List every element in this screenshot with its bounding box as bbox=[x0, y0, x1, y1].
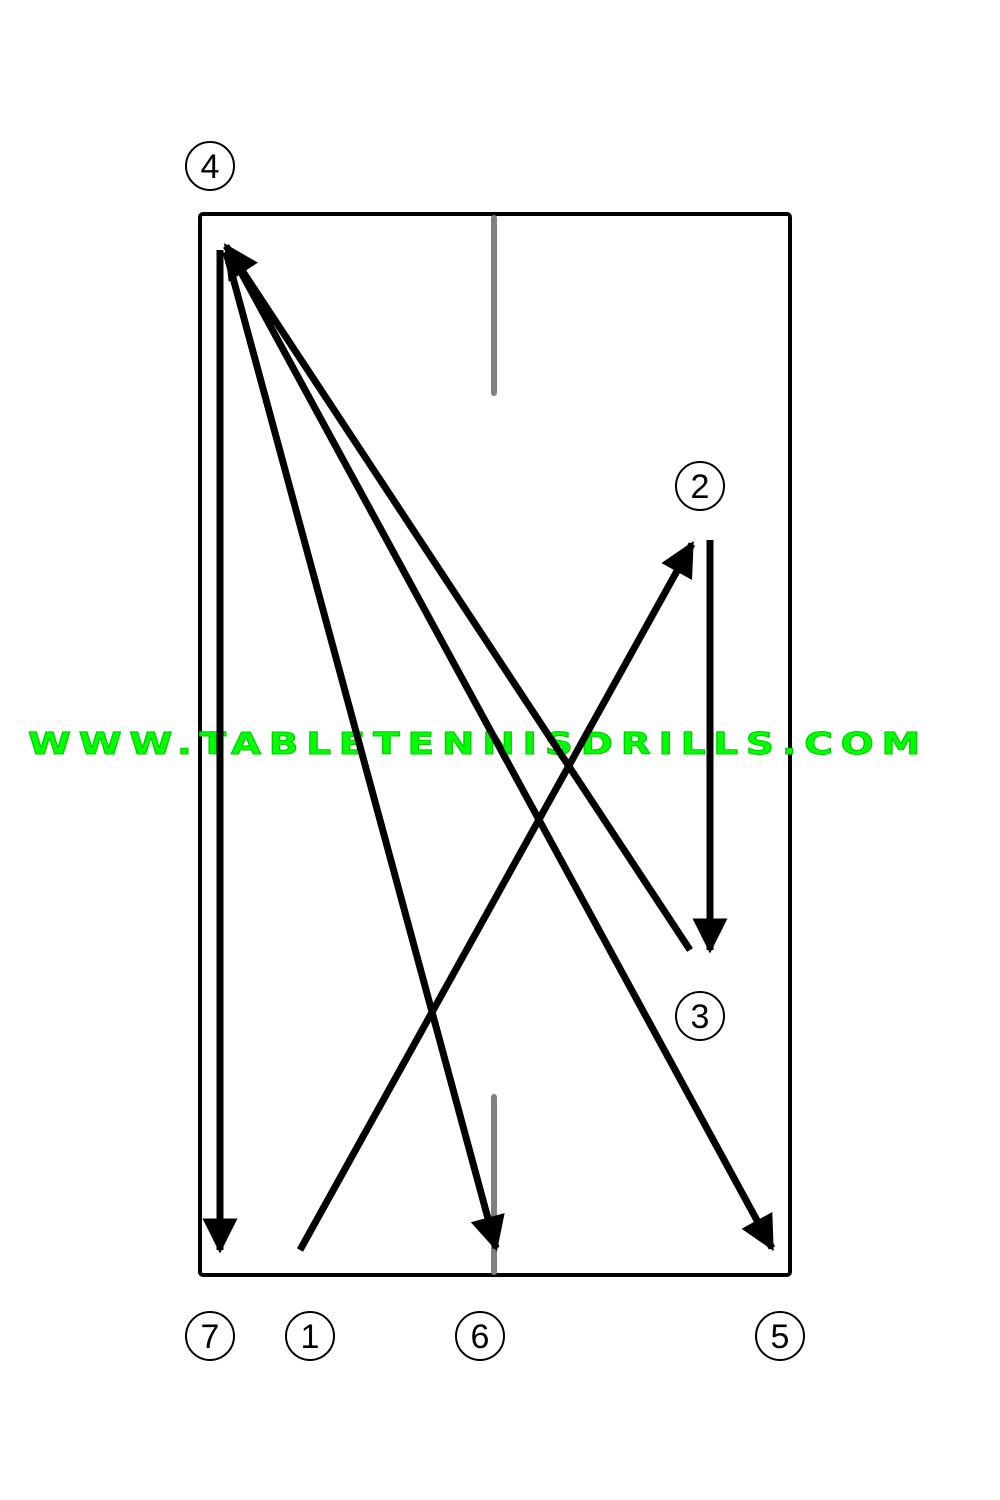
ball-paths bbox=[202, 243, 776, 1254]
table-outline bbox=[198, 212, 792, 1277]
watermark-text: WWW.TABLETENNISDRILLS.COM bbox=[28, 727, 928, 762]
marker-5: 5 bbox=[755, 1311, 805, 1361]
marker-6: 6 bbox=[455, 1311, 505, 1361]
marker-2: 2 bbox=[675, 461, 725, 511]
marker-5-label: 5 bbox=[771, 1318, 790, 1356]
marker-6-label: 6 bbox=[471, 1318, 490, 1356]
marker-2-label: 2 bbox=[691, 468, 710, 506]
arrow-1-to-2 bbox=[296, 540, 696, 1252]
arrow-3-to-4 bbox=[223, 243, 693, 952]
marker-4: 4 bbox=[185, 141, 235, 191]
marker-1: 1 bbox=[285, 1311, 335, 1361]
marker-7: 7 bbox=[185, 1311, 235, 1361]
marker-3-label: 3 bbox=[691, 998, 710, 1036]
marker-1-label: 1 bbox=[301, 1318, 320, 1356]
arrow-4-to-5 bbox=[226, 250, 776, 1252]
marker-3: 3 bbox=[675, 991, 725, 1041]
marker-4-label: 4 bbox=[201, 148, 220, 186]
arrow-4-to-6 bbox=[222, 251, 505, 1252]
marker-7-label: 7 bbox=[201, 1318, 220, 1356]
